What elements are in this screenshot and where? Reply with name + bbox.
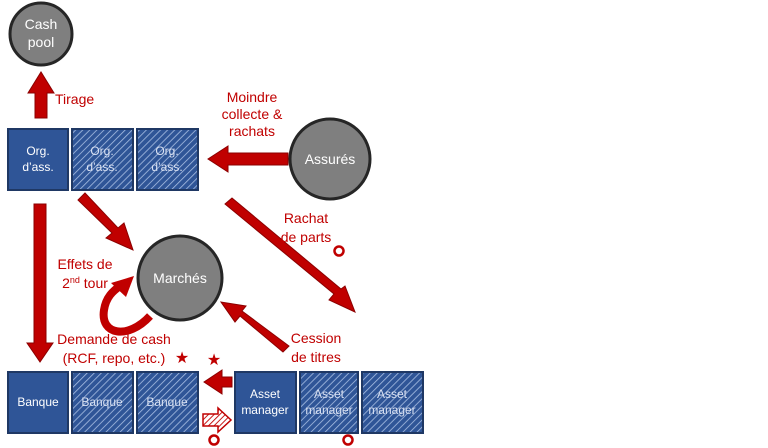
label-moindre-collecte-2: collecte & — [222, 106, 283, 122]
label-cession-titres-1: Cession — [291, 330, 342, 346]
svg-text:manager: manager — [305, 403, 352, 417]
svg-text:Org.: Org. — [155, 144, 178, 158]
org-ass-box-2: Org. d’ass. — [71, 128, 134, 191]
circle-marker-rachat — [333, 245, 345, 257]
svg-text:Banque: Banque — [146, 395, 188, 409]
star-marker-2: ★ — [207, 350, 221, 369]
org-ass-box-3: Org. d’ass. — [136, 128, 199, 191]
label-moindre-collecte-1: Moindre — [227, 89, 278, 105]
circle-marker-asset — [342, 434, 354, 446]
svg-text:Org.: Org. — [26, 144, 49, 158]
label-rachat-parts-1: Rachat — [284, 210, 328, 226]
arrow-org-to-marches — [77, 192, 134, 251]
arrow-demande-cash — [203, 369, 233, 395]
label-moindre-collecte-3: rachats — [229, 123, 275, 139]
label-cession-titres-2: de titres — [291, 349, 341, 365]
arrow-rachat-parts — [224, 197, 356, 313]
arrow-cession-titres — [219, 301, 290, 353]
star-marker-1: ★ — [175, 348, 189, 367]
label-rachat-parts-2: de parts — [281, 229, 332, 245]
banque-box-3: Banque — [136, 371, 199, 434]
svg-text:Banque: Banque — [17, 395, 59, 409]
arrow-moindre-collecte — [207, 145, 289, 173]
marches-label: Marchés — [153, 270, 207, 286]
svg-text:manager: manager — [241, 403, 288, 417]
arrow-tirage — [27, 71, 55, 119]
svg-text:Asset: Asset — [377, 387, 408, 401]
arrow-hatched-small — [202, 406, 233, 434]
cash-pool-node: Cash pool — [8, 1, 74, 67]
label-effets-second-tour-1: Effets de — [57, 256, 112, 272]
banque-box-1: Banque — [7, 371, 69, 434]
label-demande-cash-1: Demande de cash — [57, 331, 171, 347]
label-tirage: Tirage — [55, 91, 94, 107]
asset-manager-box-1: Asset manager — [234, 371, 297, 434]
cash-pool-label-1: Cash — [25, 16, 58, 32]
marches-node: Marchés — [136, 234, 224, 322]
svg-text:Asset: Asset — [314, 387, 345, 401]
asset-manager-box-3: Asset manager — [361, 371, 424, 434]
banque-box-2: Banque — [71, 371, 134, 434]
svg-text:Banque: Banque — [81, 395, 123, 409]
svg-text:Org.: Org. — [90, 144, 113, 158]
cash-pool-label-2: pool — [28, 34, 54, 50]
assures-label: Assurés — [305, 151, 356, 167]
arrow-org-to-banque — [26, 203, 54, 363]
svg-text:manager: manager — [368, 403, 415, 417]
org-ass-box-1: Org. d’ass. — [7, 128, 69, 191]
label-effets-second-tour-2: 2nd tour — [62, 275, 108, 291]
svg-text:d’ass.: d’ass. — [151, 160, 182, 174]
svg-text:Asset: Asset — [250, 387, 281, 401]
svg-text:d’ass.: d’ass. — [86, 160, 117, 174]
circle-marker-banque — [208, 434, 220, 446]
label-demande-cash-2: (RCF, repo, etc.) — [63, 350, 166, 366]
arrow-effets-second-tour — [99, 276, 153, 336]
asset-manager-box-2: Asset manager — [299, 371, 359, 434]
assures-node: Assurés — [288, 117, 372, 201]
svg-text:d’ass.: d’ass. — [22, 160, 53, 174]
